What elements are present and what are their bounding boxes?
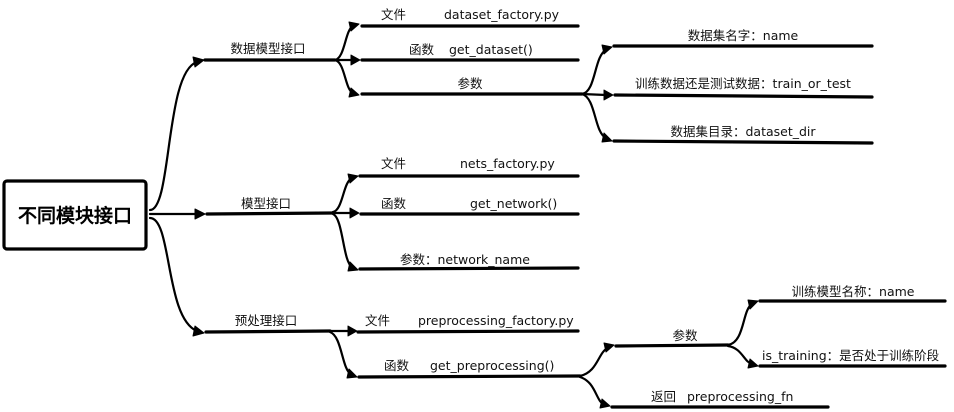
node-dataset-file[interactable]: 文件 dataset_factory.py [360,7,580,28]
branch-model-interface-label: 模型接口 [241,196,291,211]
edge-param2-istraining [726,344,754,366]
node-dataset-function-value: get_dataset() [449,42,533,57]
node-param-train-or-test-label: 训练数据还是测试数据：train_or_test [635,76,851,91]
edge-arrowhead [347,261,359,272]
node-model-function-label: 函数 [381,196,407,211]
edge-arrowhead [747,358,759,369]
edge-branch1-file [333,24,355,62]
branch-preprocessing-interface[interactable]: 预处理接口 [204,313,332,334]
root-node-label: 不同模块接口 [18,204,132,227]
edge-branch2-file [331,176,354,214]
node-param-model-name-label: 训练模型名称：name [792,284,915,299]
edge-arrowhead [747,299,759,310]
node-preprocessing-function-value: get_preprocessing() [430,358,554,373]
node-dataset-file-label: 文件 [381,7,406,22]
edge-arrowhead [192,56,205,68]
node-dataset-file-value: dataset_factory.py [444,7,560,22]
node-param-name[interactable]: 数据集名字：name [612,28,874,48]
edge-arrowhead [348,21,360,32]
node-preprocessing-params-label: 参数 [672,328,698,343]
edge-arrowhead [350,54,361,66]
edge-arrowhead [347,325,358,337]
edge-arrowhead [349,207,360,219]
node-underline [613,93,874,99]
node-underline [612,139,874,145]
branch-underline [205,211,335,216]
node-model-params-label: 参数：network_name [400,252,530,267]
edge-param-dir [580,92,608,140]
node-preprocessing-function[interactable]: 函数 get_preprocessing() [357,358,582,379]
node-preprocessing-file-value: preprocessing_factory.py [418,313,574,328]
edge-branch2-param [331,212,354,269]
node-model-params[interactable]: 参数：network_name [358,252,580,271]
node-underline [614,343,730,348]
node-model-function-value: get_network() [470,196,557,211]
branch-underline [204,329,332,334]
node-underline [356,329,580,334]
node-param-is-training[interactable]: is_training：是否处于训练阶段 [758,348,947,368]
node-preprocessing-file[interactable]: 文件 preprocessing_factory.py [356,313,580,334]
root-node[interactable]: 不同模块接口 [2,179,148,251]
node-preprocessing-return-value: preprocessing_fn [687,389,793,404]
node-param-model-name[interactable]: 训练模型名称：name [758,284,947,303]
edge-arrowhead [347,173,359,184]
node-preprocessing-return[interactable]: 返回 preprocessing_fn [610,389,830,409]
node-param-is-training-label: is_training：是否处于训练阶段 [762,348,939,363]
edge-root-branch1 [148,60,199,212]
edge-arrowhead [603,342,615,353]
node-preprocessing-function-label: 函数 [384,358,410,373]
node-dataset-params[interactable]: 参数 [360,76,584,96]
node-underline [358,266,580,271]
edge-param-trainortest [580,92,608,97]
edge-arrowhead [194,208,206,220]
node-param-dataset-dir-label: 数据集目录：dataset_dir [670,124,816,139]
edge-arrowhead [603,89,614,101]
edge-root-branch3 [148,216,199,333]
edge-arrowhead [348,87,360,98]
node-param-train-or-test[interactable]: 训练数据还是测试数据：train_or_test [613,76,874,99]
node-dataset-function[interactable]: 函数 get_dataset() [360,42,580,62]
branch-model-interface[interactable]: 模型接口 [205,196,335,216]
edge-arrowhead [601,44,613,55]
node-model-file-label: 文件 [381,156,406,171]
branch-dataset-interface-label: 数据模型接口 [230,41,305,56]
node-dataset-params-label: 参数 [457,76,483,91]
root-node-box [2,179,148,251]
edge-param-name [580,48,608,96]
edge-func-param [578,346,610,378]
edge-arrowhead [599,398,611,409]
edge-arrowhead [346,368,358,379]
edge-arrowhead [601,132,613,143]
edge-param2-name [726,302,754,347]
node-underline [357,374,582,379]
node-model-function[interactable]: 函数 get_network() [359,196,580,216]
edge-arrowhead [192,325,205,337]
node-param-dataset-dir[interactable]: 数据集目录：dataset_dir [612,124,874,145]
branch-dataset-interface[interactable]: 数据模型接口 [203,41,337,62]
node-model-file[interactable]: 文件 nets_factory.py [358,156,580,178]
edge-branch1-param [333,58,355,95]
edge-func-return [578,375,606,406]
edge-branch3-func [328,330,353,376]
branch-preprocessing-interface-label: 预处理接口 [235,313,298,328]
node-param-name-label: 数据集名字：name [688,28,799,43]
node-dataset-function-label: 函数 [409,42,435,57]
node-preprocessing-return-label: 返回 [651,389,676,404]
node-preprocessing-file-label: 文件 [365,313,390,328]
node-model-file-value: nets_factory.py [460,156,555,171]
node-preprocessing-params[interactable]: 参数 [614,328,730,348]
